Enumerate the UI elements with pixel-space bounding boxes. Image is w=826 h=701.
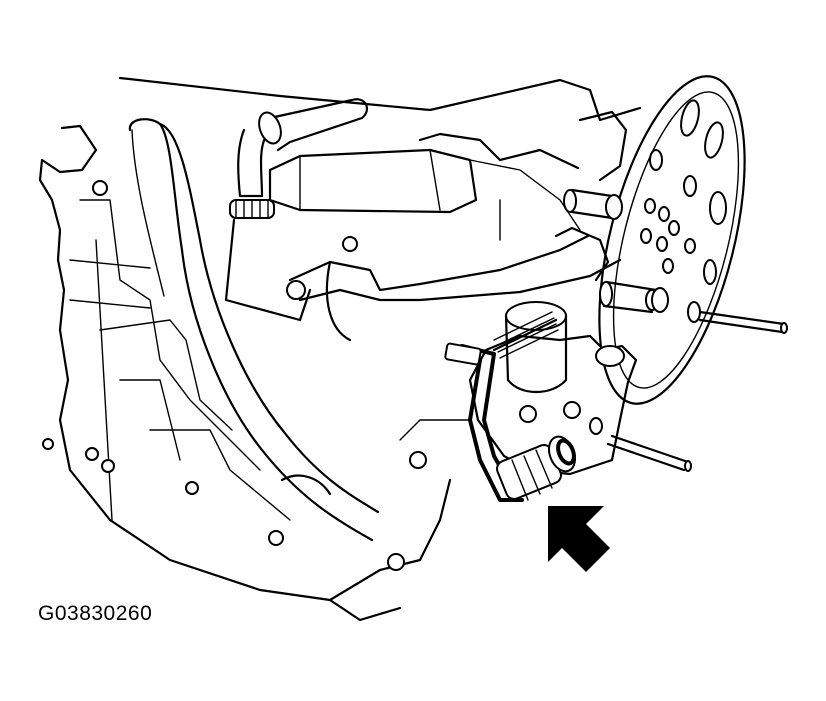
studs <box>563 188 788 472</box>
engine-block <box>38 76 642 622</box>
pointer-arrow <box>548 506 610 572</box>
harness-bracket <box>286 226 622 342</box>
sensor-housing <box>387 301 638 571</box>
upper-cover <box>268 110 628 241</box>
figure-code: G03830260 <box>38 602 153 625</box>
upper-hose <box>224 98 369 322</box>
flywheel <box>598 75 746 405</box>
coolant-pipe <box>128 118 380 542</box>
sensor-connector <box>444 311 577 502</box>
